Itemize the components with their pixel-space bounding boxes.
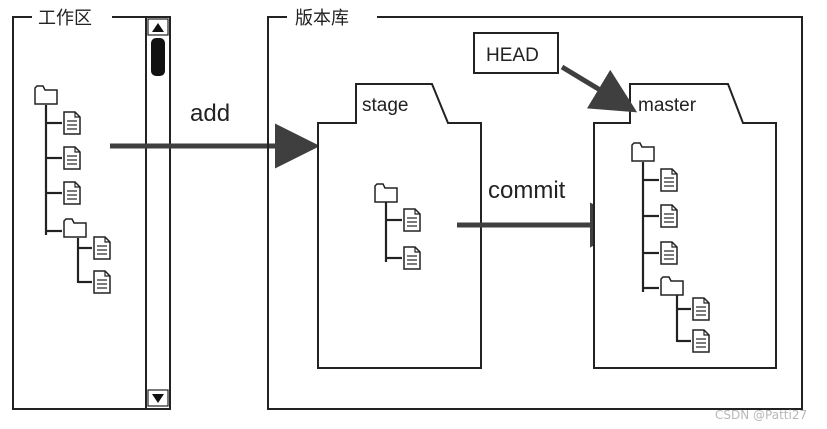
watermark: CSDN @Patti27	[715, 408, 807, 422]
scroll-thumb[interactable]	[151, 38, 165, 76]
commit-arrow: commit	[457, 177, 635, 248]
repository-label: 版本库	[295, 8, 349, 29]
workspace-file-icon	[93, 236, 111, 260]
workspace-root-folder-icon	[34, 85, 58, 105]
workspace-file-tree	[44, 105, 92, 284]
workspace-file-icon	[93, 270, 111, 294]
stage-folder: stage	[317, 83, 482, 369]
workspace-scrollbar[interactable]	[145, 16, 171, 410]
workspace-subfolder-icon	[63, 218, 87, 238]
master-file-tree	[641, 162, 691, 343]
stage-file-icon	[403, 246, 421, 270]
master-folder: master	[593, 83, 777, 369]
repository-frame	[267, 16, 803, 410]
stage-file-tree	[384, 202, 402, 262]
stage-file-icon	[403, 208, 421, 232]
workspace-file-icon	[63, 146, 81, 170]
workspace-file-icon	[63, 111, 81, 135]
master-file-icon	[692, 297, 710, 321]
commit-arrow-label: commit	[488, 177, 566, 204]
master-file-icon	[660, 168, 678, 192]
master-file-icon	[692, 329, 710, 353]
add-arrow-label: add	[190, 100, 230, 127]
workspace-file-icon	[63, 181, 81, 205]
head-pointer: HEAD	[473, 32, 638, 113]
head-box	[473, 32, 559, 74]
master-label: master	[638, 95, 697, 116]
repository-panel: 版本库 stage commit master	[267, 6, 803, 410]
master-file-icon	[660, 204, 678, 228]
stage-label: stage	[362, 95, 408, 116]
scroll-down-icon	[152, 394, 164, 403]
workspace-label: 工作区	[38, 8, 92, 29]
head-label: HEAD	[486, 45, 539, 66]
workspace-panel: 工作区	[12, 6, 171, 410]
master-file-icon	[660, 241, 678, 265]
scroll-up-icon	[152, 23, 164, 32]
head-arrow-line	[560, 64, 638, 113]
add-arrow: add	[110, 100, 320, 169]
